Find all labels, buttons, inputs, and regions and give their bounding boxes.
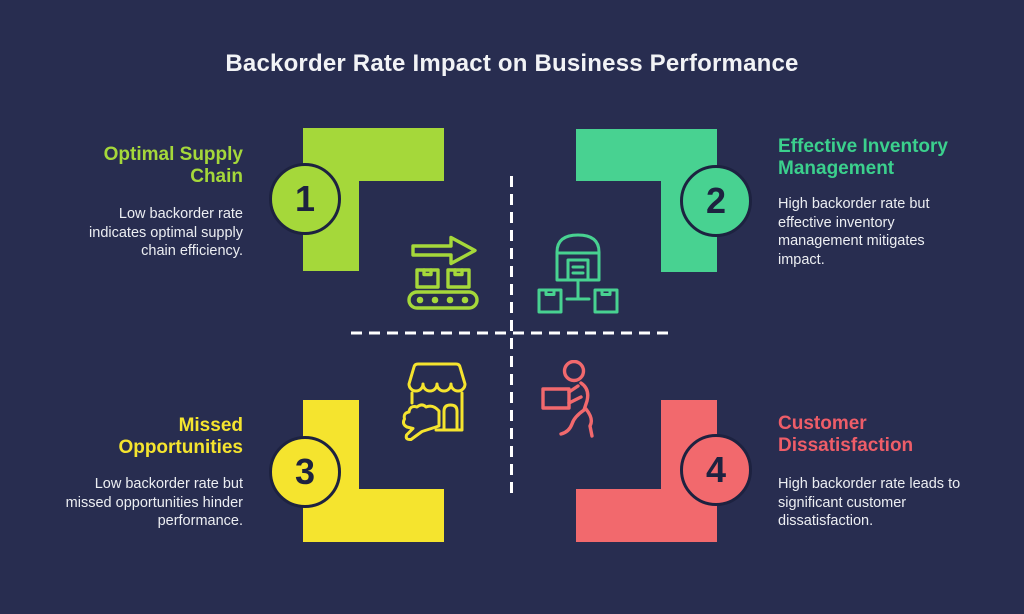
q2-title: Effective Inventory Management	[778, 136, 948, 179]
q1-number-badge: 1	[269, 163, 341, 235]
q1-description: Low backorder rate indicates optimal sup…	[89, 206, 243, 259]
store-thumbs-down-icon	[401, 362, 467, 442]
q2-number-badge: 2	[680, 165, 752, 237]
conveyor-belt-arrow-icon	[407, 235, 479, 310]
q4-number-badge: 4	[680, 434, 752, 506]
q2-description: High backorder rate but effective invent…	[778, 196, 930, 268]
q3-description: Low backorder rate but missed opportunit…	[65, 476, 243, 529]
page-title: Backorder Rate Impact on Business Perfor…	[225, 50, 799, 77]
warehouse-distribution-icon	[537, 233, 619, 314]
q4-description: High backorder rate leads to significant…	[778, 476, 961, 529]
q3-title: Missed Opportunities	[118, 415, 243, 458]
q3-number-badge: 3	[269, 436, 341, 508]
person-carrying-box-icon	[541, 360, 594, 438]
q1-number: 1	[294, 178, 316, 219]
q4-title: Customer Dissatisfaction	[778, 413, 914, 456]
q4-number: 4	[705, 449, 727, 490]
q2-number: 2	[705, 180, 727, 221]
q3-number: 3	[294, 451, 316, 492]
q1-title: Optimal Supply Chain	[103, 144, 243, 187]
